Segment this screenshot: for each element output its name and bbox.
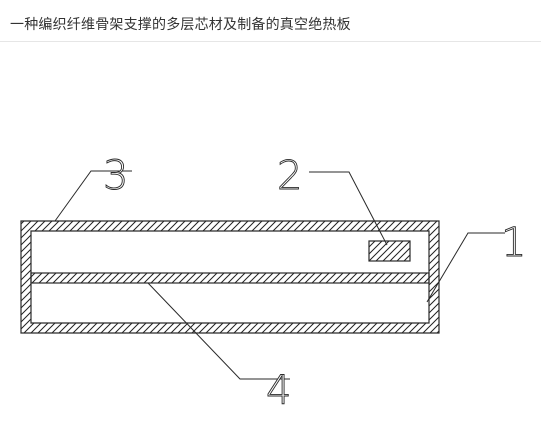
leader-line-4 (147, 282, 290, 380)
title-bar: 一种编织纤维骨架支撑的多层芯材及制备的真空绝热板 (0, 0, 541, 42)
getter-block (368, 240, 411, 262)
leader-line-2 (309, 171, 388, 246)
technical-drawing: 3 2 1 4 (20, 153, 527, 415)
part-labels: 3 2 1 4 (103, 153, 527, 415)
leader-line-3 (54, 170, 132, 222)
label-part-4: 4 (266, 368, 291, 414)
insulation-panel (20, 220, 440, 334)
page-title: 一种编织纤维骨架支撑的多层芯材及制备的真空绝热板 (10, 17, 351, 33)
label-part-2: 2 (277, 153, 302, 199)
outer-envelope (20, 220, 440, 334)
label-part-1: 1 (501, 220, 526, 266)
leader-lines (54, 170, 505, 380)
fiber-skeleton-layer (30, 272, 430, 284)
leader-line-1 (426, 232, 505, 303)
label-part-3: 3 (103, 153, 128, 199)
